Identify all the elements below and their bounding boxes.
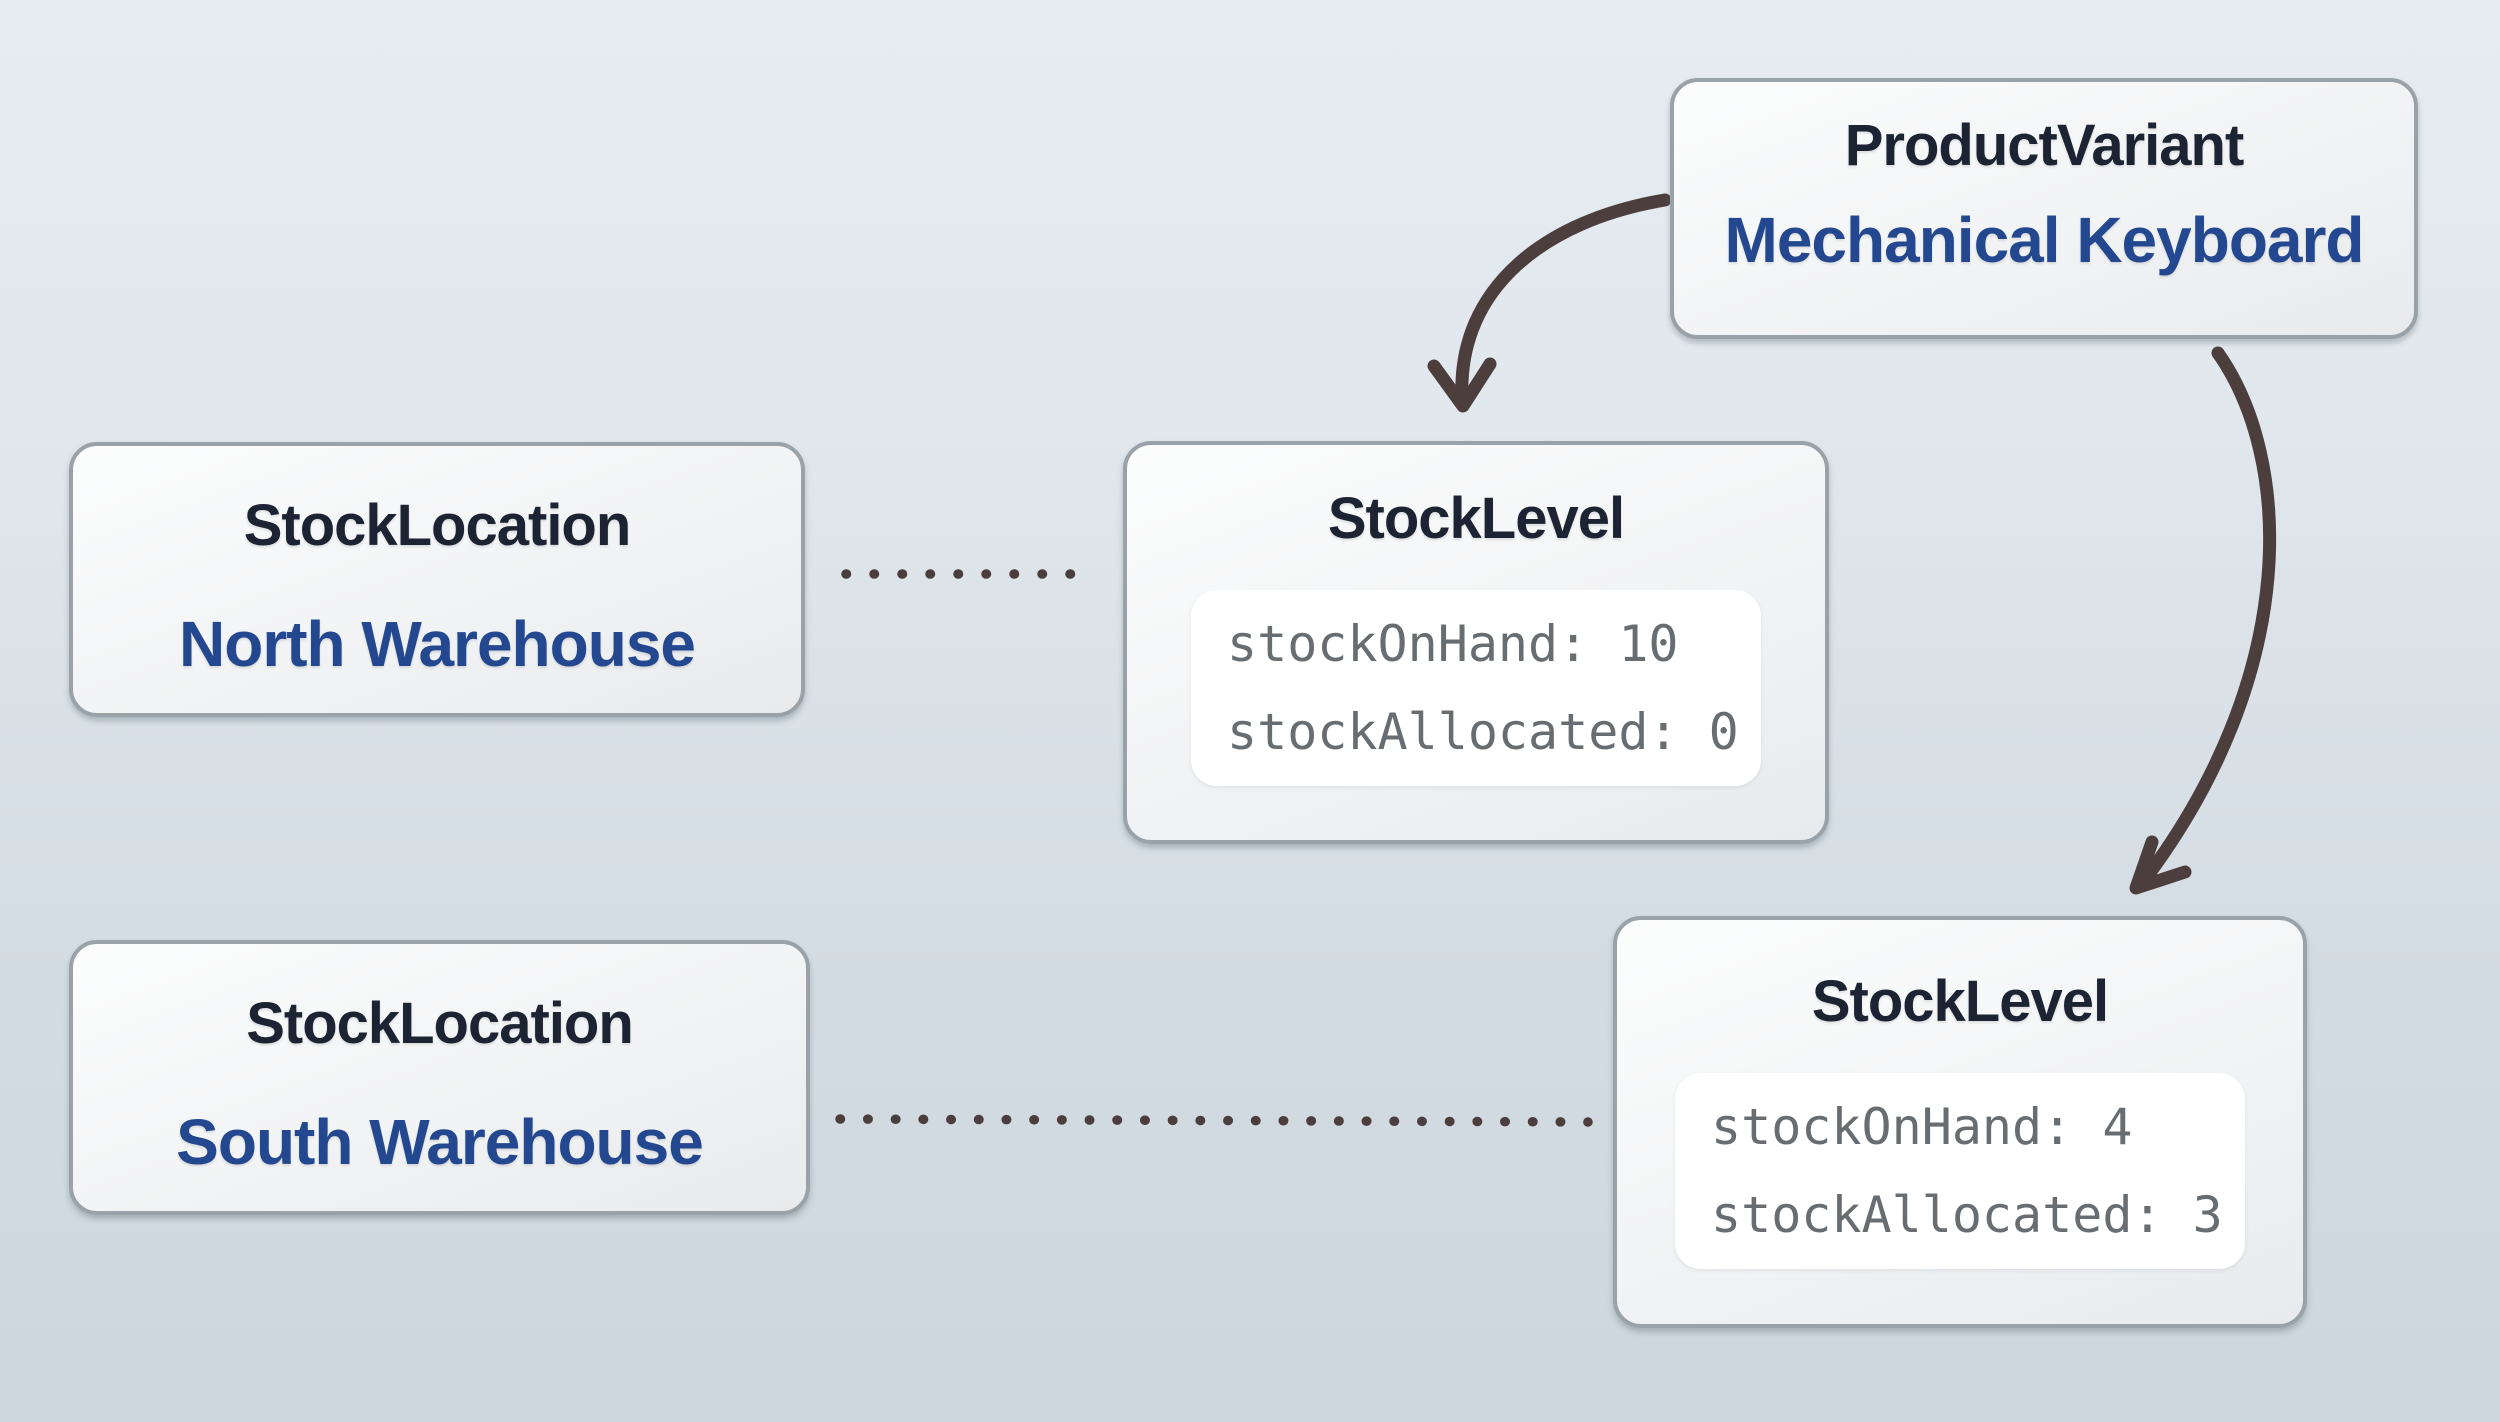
entity-instance-name: South Warehouse [176,1106,704,1178]
entity-instance-name: Mechanical Keyboard [1724,204,2365,276]
entity-stock-location-south: StockLocation South Warehouse [69,940,810,1215]
fields-panel: stockOnHand: 10 stockAllocated: 0 [1191,590,1761,786]
entity-type-label: StockLevel [1811,969,2109,1034]
entity-type-label: ProductVariant [1844,113,2245,178]
fields-panel: stockOnHand: 4 stockAllocated: 3 [1675,1073,2245,1269]
field-stock-allocated: stockAllocated: 0 [1227,703,1739,761]
entity-instance-name: North Warehouse [179,608,696,680]
entity-type-label: StockLocation [246,991,634,1056]
entity-product-variant: ProductVariant Mechanical Keyboard [1670,78,2418,339]
entity-stock-location-north: StockLocation North Warehouse [69,442,805,717]
entity-type-label: StockLevel [1327,486,1625,551]
dotted-link-south [835,1114,1593,1127]
field-stock-on-hand: stockOnHand: 10 [1227,615,1679,673]
arrow-productvariant-to-stocklevel-north [1455,193,1672,403]
arrowhead-down-icon [1427,357,1497,413]
entity-stock-level-north: StockLevel stockOnHand: 10 stockAllocate… [1123,441,1829,844]
entity-stock-level-south: StockLevel stockOnHand: 4 stockAllocated… [1613,916,2307,1328]
arrow-productvariant-to-stocklevel-south [2136,346,2277,889]
field-stock-on-hand: stockOnHand: 4 [1711,1098,2133,1156]
arrowhead-southwest-icon [2129,835,2192,895]
entity-type-label: StockLocation [243,493,632,558]
field-stock-allocated: stockAllocated: 3 [1711,1186,2223,1244]
